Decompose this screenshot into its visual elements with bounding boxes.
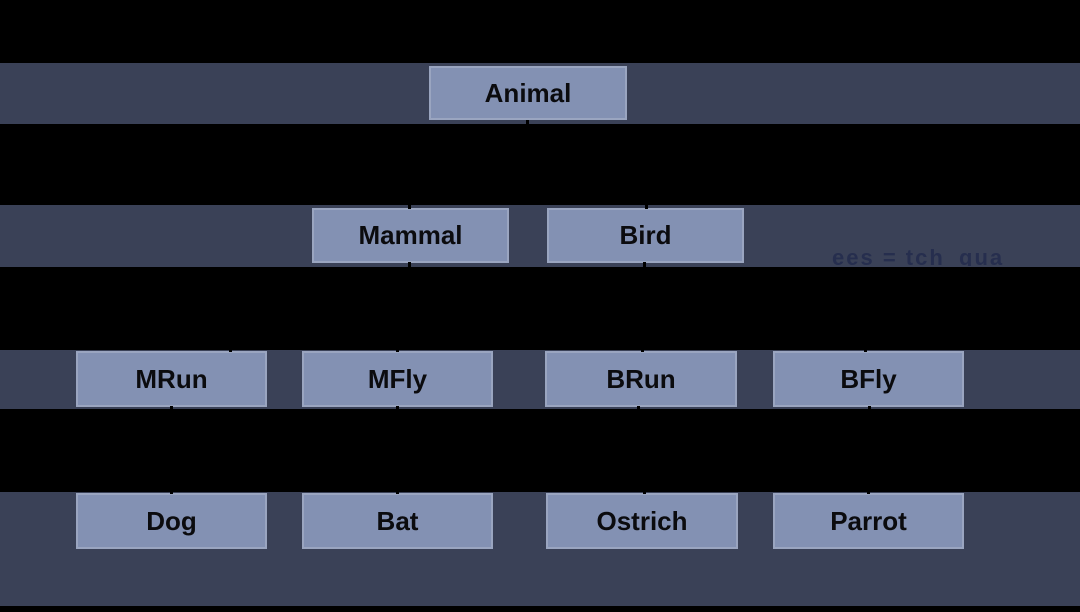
edge-stub (408, 203, 411, 209)
node-brun: BRun (545, 351, 737, 407)
edge-stub (864, 347, 867, 352)
node-bfly: BFly (773, 351, 964, 407)
node-label: Dog (146, 505, 197, 536)
node-label: MFly (367, 363, 428, 394)
node-label: Parrot (830, 505, 907, 536)
edge-stub (229, 347, 232, 352)
node-mrun: MRun (76, 351, 267, 407)
node-label: Bat (376, 505, 419, 536)
edge-stub (641, 347, 644, 352)
edge-stub (643, 262, 646, 269)
node-animal: Animal (429, 66, 627, 120)
node-mfly: MFly (302, 351, 493, 407)
edge-stub (408, 262, 411, 269)
node-label: Bird (619, 220, 672, 250)
edge-stub (170, 406, 173, 412)
node-label: MRun (135, 363, 208, 394)
node-label: Mammal (358, 220, 463, 250)
row-band-2 (0, 205, 1080, 267)
edge-stub (396, 406, 399, 412)
node-mammal: Mammal (312, 208, 509, 263)
edge-stub (170, 488, 173, 494)
edge-stub (396, 488, 399, 494)
node-parrot: Parrot (773, 493, 964, 549)
edge-stub (867, 488, 870, 494)
edge-stub (643, 488, 646, 494)
edge-stub (868, 406, 871, 412)
edge-stub (637, 406, 640, 412)
faint-annotation-text: ees = tch_qua (832, 245, 1005, 266)
node-label: Ostrich (596, 505, 688, 536)
node-label: BFly (840, 363, 897, 394)
node-bat: Bat (302, 493, 493, 549)
node-dog: Dog (76, 493, 267, 549)
edge-stub (526, 120, 529, 127)
node-bird: Bird (547, 208, 744, 263)
node-ostrich: Ostrich (546, 493, 738, 549)
node-label: BRun (606, 363, 676, 394)
edge-stub (396, 347, 399, 352)
node-label: Animal (484, 77, 572, 108)
edge-stub (645, 203, 648, 209)
